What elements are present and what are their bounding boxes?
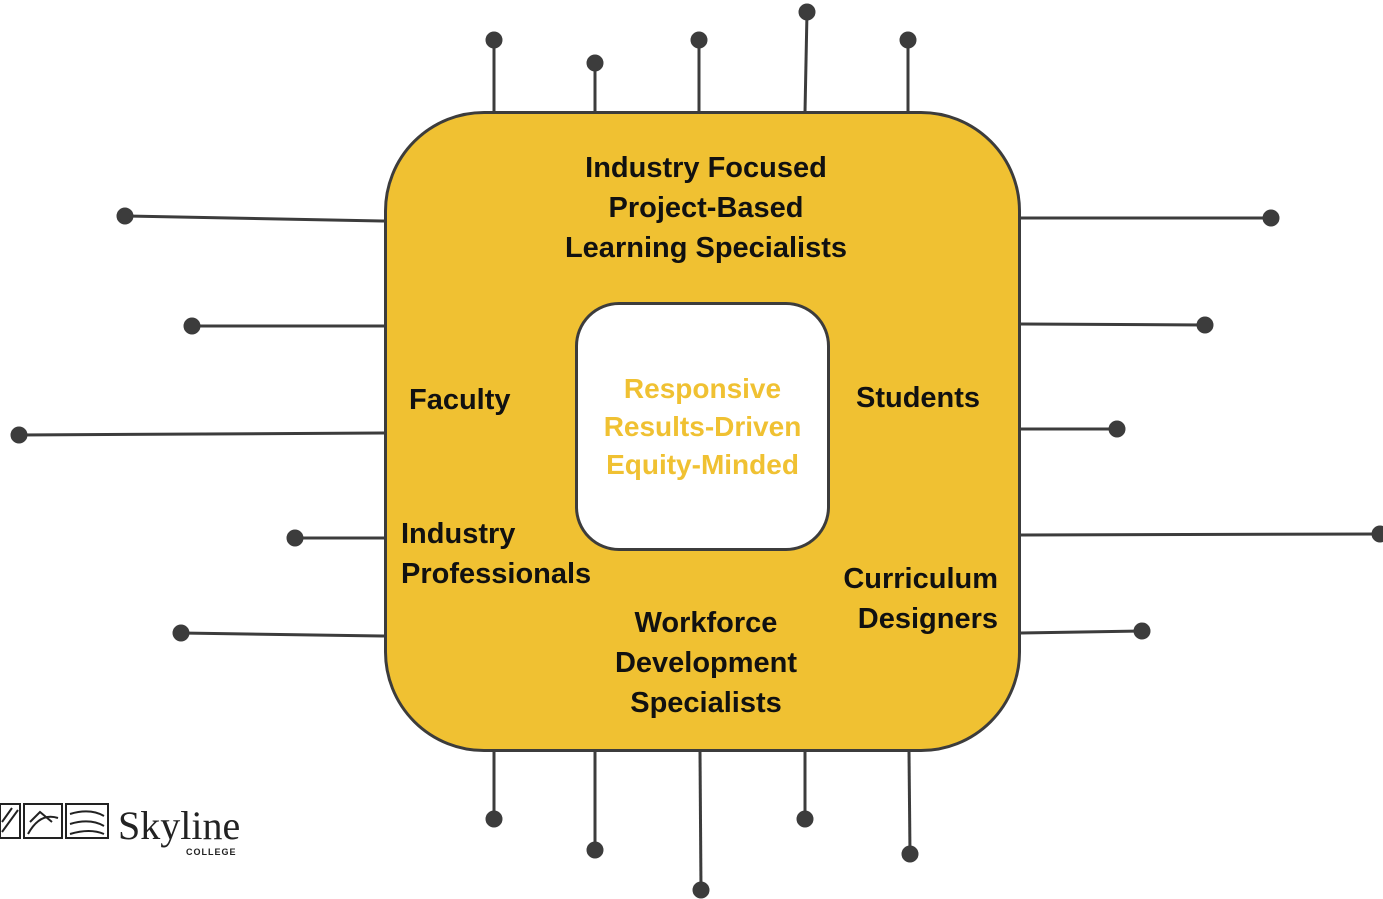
core-box: Responsive Results-Driven Equity-Minded <box>575 302 830 551</box>
logo-wordmark: Skyline <box>118 803 241 848</box>
right-pins <box>1020 209 1383 640</box>
logo-subtitle: COLLEGE <box>186 847 237 857</box>
left-pins <box>10 207 385 642</box>
core-line-2: Results-Driven <box>603 410 802 442</box>
workforce-line-1: Workforce <box>634 607 778 639</box>
curriculum-designers-line-2: Designers <box>857 603 998 635</box>
curriculum-designers-line-1: Curriculum <box>843 563 998 595</box>
faculty-label: Faculty <box>409 384 511 416</box>
top-pins <box>485 3 917 113</box>
top-block-line-1: Industry Focused <box>585 152 827 184</box>
workforce-development-label: Workforce Development Specialists <box>586 603 826 723</box>
core-line-3: Equity-Minded <box>606 448 799 480</box>
skyline-college-logo <box>0 803 109 839</box>
workforce-line-2: Development <box>614 647 798 679</box>
logo-emblem-icon <box>0 803 109 839</box>
industry-professionals-line-1: Industry <box>401 518 516 550</box>
top-block-label: Industry Focused Project-Based Learning … <box>546 148 866 268</box>
workforce-line-3: Specialists <box>630 687 782 719</box>
bottom-pins <box>485 751 919 899</box>
top-block-line-2: Project-Based <box>608 192 804 224</box>
core-line-1: Responsive <box>623 372 782 404</box>
top-block-line-3: Learning Specialists <box>564 232 848 264</box>
curriculum-designers-label: Curriculum Designers <box>820 559 998 639</box>
industry-professionals-label: Industry Professionals <box>401 514 591 594</box>
students-label: Students <box>856 382 981 414</box>
industry-professionals-line-2: Professionals <box>401 558 592 590</box>
